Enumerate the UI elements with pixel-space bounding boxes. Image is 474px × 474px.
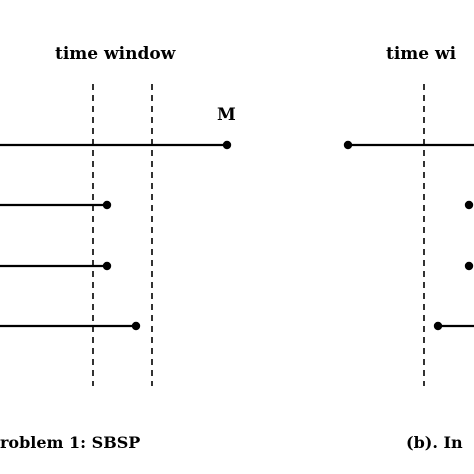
left-job-end-dot-1	[222, 140, 232, 150]
left-job-end-dot-3	[102, 261, 112, 271]
left-caption: roblem 1: SBSP	[0, 433, 141, 452]
right-job-start-dot-1	[343, 140, 353, 150]
left-window-title: time window	[55, 44, 176, 64]
left-job-end-dot-4	[131, 321, 141, 331]
right-window-title: time wi	[386, 44, 457, 64]
right-job-dot-2	[464, 200, 474, 210]
right-job-start-dot-4	[433, 321, 443, 331]
left-job-end-dot-2	[102, 200, 112, 210]
right-caption: (b). In	[406, 433, 463, 452]
machine-label: M	[217, 105, 236, 125]
right-job-dot-3	[464, 261, 474, 271]
